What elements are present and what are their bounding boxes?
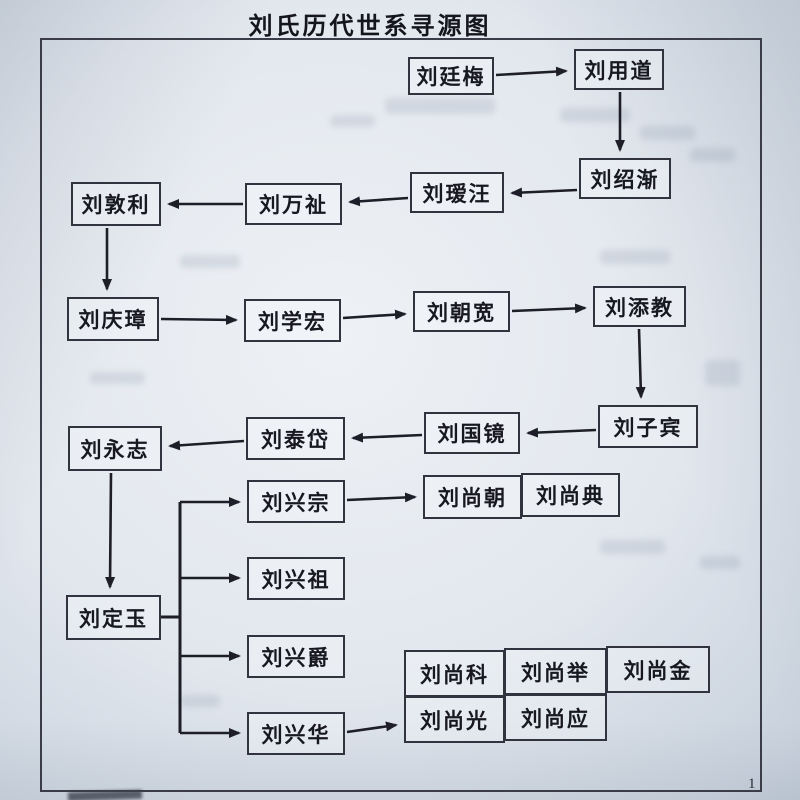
node-label: 刘永志 bbox=[80, 437, 150, 462]
node-label: 刘庆璋 bbox=[78, 308, 148, 332]
node-liu-chaokuan: 刘朝宽 bbox=[413, 291, 510, 332]
node-liu-shangchao: 刘尚朝 bbox=[423, 475, 522, 519]
node-liu-shangdian: 刘尚典 bbox=[521, 473, 620, 517]
node-liu-taidai: 刘泰岱 bbox=[246, 417, 345, 460]
node-label: 刘瑷汪 bbox=[422, 181, 492, 206]
node-liu-guojing: 刘国镜 bbox=[424, 412, 520, 454]
node-liu-aiwang: 刘瑷汪 bbox=[410, 172, 504, 213]
node-liu-xingzong: 刘兴宗 bbox=[247, 480, 345, 523]
node-liu-dingyu: 刘定玉 bbox=[66, 595, 161, 640]
bleedthrough-mark bbox=[385, 98, 495, 114]
node-label: 刘廷梅 bbox=[416, 65, 486, 89]
node-label: 刘尚应 bbox=[521, 706, 590, 731]
page-title: 刘氏历代世系寻源图 bbox=[248, 14, 492, 40]
bleedthrough-mark bbox=[180, 695, 220, 707]
node-label: 刘子宾 bbox=[613, 415, 683, 440]
node-liu-yongdao: 刘用道 bbox=[574, 49, 664, 90]
node-liu-xingzu: 刘兴祖 bbox=[247, 557, 345, 600]
node-label: 刘添教 bbox=[605, 295, 674, 320]
node-label: 刘尚典 bbox=[536, 484, 605, 508]
node-liu-xuehong: 刘学宏 bbox=[244, 299, 341, 342]
node-liu-shangying: 刘尚应 bbox=[504, 694, 607, 741]
node-label: 刘尚科 bbox=[420, 662, 489, 687]
page-number: 1 bbox=[748, 776, 756, 792]
node-liu-tianjiao: 刘添教 bbox=[593, 286, 686, 327]
node-label: 刘兴祖 bbox=[261, 567, 331, 592]
node-liu-shangjin: 刘尚金 bbox=[606, 646, 710, 693]
diagram-border bbox=[40, 38, 762, 792]
node-liu-yongzhi: 刘永志 bbox=[68, 426, 162, 471]
node-liu-shangju: 刘尚举 bbox=[504, 648, 607, 695]
node-liu-qingzhang: 刘庆璋 bbox=[67, 297, 159, 341]
node-label: 刘尚光 bbox=[420, 708, 489, 733]
node-label: 刘尚金 bbox=[623, 658, 693, 683]
node-label: 刘兴华 bbox=[261, 722, 331, 747]
node-liu-xinghua: 刘兴华 bbox=[247, 712, 345, 755]
node-label: 刘兴爵 bbox=[261, 645, 331, 670]
bleedthrough-mark bbox=[600, 540, 665, 554]
node-liu-shangke: 刘尚科 bbox=[404, 650, 505, 697]
bleedthrough-mark bbox=[560, 108, 630, 122]
node-label: 刘用道 bbox=[584, 58, 654, 83]
bleedthrough-mark bbox=[705, 360, 740, 386]
node-liu-wanzhi: 刘万祉 bbox=[245, 183, 342, 225]
node-label: 刘尚朝 bbox=[438, 486, 507, 510]
node-liu-dunli: 刘敦利 bbox=[71, 182, 161, 226]
bleedthrough-mark bbox=[600, 250, 670, 264]
node-label: 刘兴宗 bbox=[261, 490, 331, 515]
node-label: 刘国镜 bbox=[437, 422, 507, 446]
node-label: 刘泰岱 bbox=[261, 427, 330, 452]
node-label: 刘尚举 bbox=[521, 660, 590, 685]
bleedthrough-mark bbox=[330, 115, 375, 127]
bleedthrough-mark bbox=[180, 255, 240, 268]
node-liu-shangguang: 刘尚光 bbox=[404, 696, 505, 743]
node-liu-shaojian: 刘绍渐 bbox=[579, 158, 671, 199]
node-label: 刘万祉 bbox=[259, 193, 328, 217]
node-label: 刘学宏 bbox=[258, 309, 327, 334]
bleedthrough-mark bbox=[700, 556, 740, 569]
node-label: 刘敦利 bbox=[81, 193, 151, 217]
node-label: 刘朝宽 bbox=[427, 300, 496, 325]
node-label: 刘绍渐 bbox=[590, 167, 660, 192]
node-liu-tingmei: 刘廷梅 bbox=[408, 57, 494, 95]
bleedthrough-mark bbox=[690, 148, 735, 162]
node-label: 刘定玉 bbox=[79, 606, 148, 631]
photo-edge-shadow bbox=[67, 789, 143, 800]
node-liu-zibin: 刘子宾 bbox=[598, 405, 698, 448]
bleedthrough-mark bbox=[640, 126, 695, 140]
node-liu-xingjue: 刘兴爵 bbox=[247, 635, 345, 678]
bleedthrough-mark bbox=[90, 372, 145, 384]
